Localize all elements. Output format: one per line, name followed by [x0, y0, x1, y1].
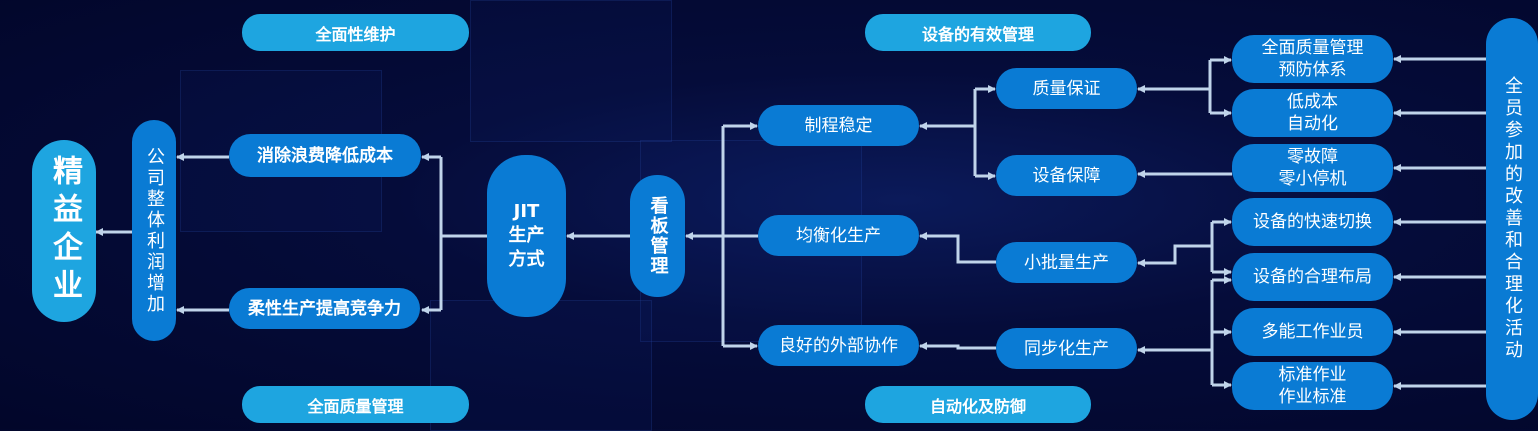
label-equipment-management: 设备的有效管理 [865, 14, 1091, 51]
profit-increase: 公司整体利润增加 [132, 120, 176, 341]
small-batch-production: 小批量生产 [996, 242, 1137, 283]
goal-lean-enterprise: 精益企业 [32, 140, 96, 322]
equipment-assurance: 设备保障 [996, 155, 1137, 196]
label-total-quality: 全面质量管理 [242, 386, 469, 423]
label-automation: 自动化及防御 [865, 386, 1091, 423]
company-wide-improvement: 全员参加的改善和合理化活动 [1486, 18, 1538, 420]
synchronized-production: 同步化生产 [996, 328, 1137, 369]
jit-production: JIT 生产 方式 [487, 155, 566, 317]
quick-changeover: 设备的快速切换 [1232, 198, 1393, 246]
background-cube [470, 0, 672, 142]
low-cost-automation: 低成本 自动化 [1232, 89, 1393, 137]
external-cooperation: 良好的外部协作 [758, 325, 919, 366]
effect-flexible-production: 柔性生产提高竞争力 [229, 288, 420, 329]
zero-breakdown: 零故障 零小停机 [1232, 144, 1393, 192]
kanban-management: 看板管理 [630, 175, 685, 297]
process-stability: 制程稳定 [758, 105, 919, 146]
label-total-maintenance: 全面性维护 [242, 14, 469, 51]
quality-assurance: 质量保证 [996, 68, 1137, 109]
leveled-production: 均衡化生产 [758, 215, 919, 256]
equipment-layout: 设备的合理布局 [1232, 253, 1393, 301]
effect-reduce-waste: 消除浪费降低成本 [229, 134, 421, 177]
tqm-prevention: 全面质量管理 预防体系 [1232, 35, 1393, 83]
standard-work: 标准作业 作业标准 [1232, 362, 1393, 410]
multi-skilled-workers: 多能工作业员 [1232, 308, 1393, 356]
